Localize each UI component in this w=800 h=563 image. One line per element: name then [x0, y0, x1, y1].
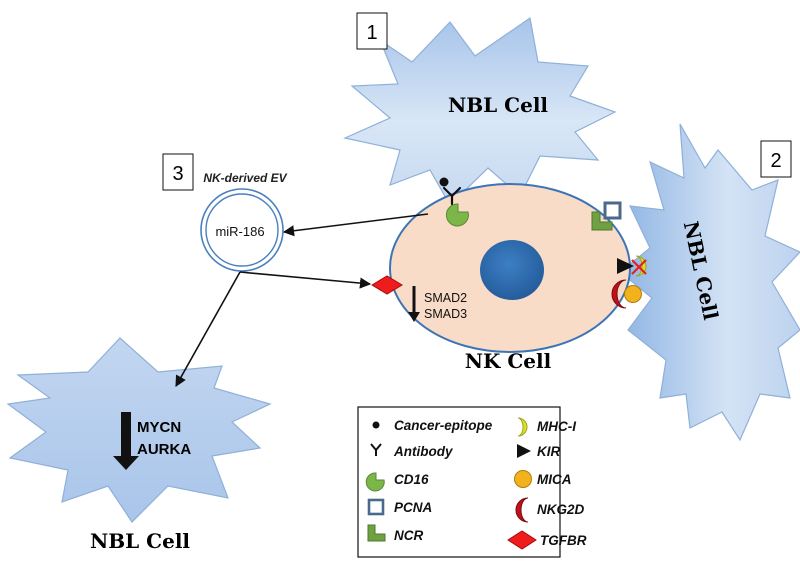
- legend-label-pcna: PCNA: [394, 500, 432, 515]
- legend: Cancer-epitope Antibody CD16 PCNA NCR MH…: [357, 406, 587, 558]
- legend-item-mica: MICA: [514, 470, 572, 488]
- legend-item-antibody: Antibody: [370, 443, 454, 459]
- legend-label-kir: KIR: [537, 444, 561, 459]
- legend-label-mhc-i: MHC-I: [537, 419, 576, 434]
- nbl-cell-bottom: [6, 337, 272, 523]
- legend-label-antibody: Antibody: [393, 444, 454, 459]
- legend-item-cd16: CD16: [365, 472, 429, 492]
- legend-item-kir: KIR: [517, 444, 561, 459]
- antibody-icon: [370, 443, 382, 456]
- legend-item-nkg2d: NKG2D: [515, 497, 585, 523]
- ncr-icon: [367, 524, 386, 542]
- mycn-label: MYCN: [137, 419, 181, 436]
- cd16-receptor-top: [445, 203, 469, 227]
- arrow-ev-to-nbl: [175, 271, 241, 387]
- ncr-receptor: [591, 211, 613, 231]
- panel-3-number: 3: [172, 163, 183, 185]
- nbl-bottom-label: NBL Cell: [90, 529, 190, 553]
- cancer-epitope-icon: [372, 421, 380, 429]
- tgfbr-receptor: [371, 275, 403, 295]
- arrow-ev-to-tgfbr: [239, 271, 372, 289]
- ev-title: NK-derived EV: [203, 171, 287, 185]
- legend-item-cancer-epitope: Cancer-epitope: [372, 418, 493, 433]
- smad3-label: SMAD3: [424, 307, 467, 321]
- smad2-label: SMAD2: [424, 291, 467, 305]
- extracellular-vesicle: [200, 188, 284, 272]
- legend-item-ncr: NCR: [367, 524, 423, 543]
- legend-item-tgfbr: TGFBR: [507, 530, 587, 550]
- legend-label-cancer-epitope: Cancer-epitope: [394, 418, 493, 433]
- ev-cargo-mir186: miR-186: [215, 224, 264, 239]
- nbl-top-label: NBL Cell: [448, 93, 548, 117]
- kir-icon: [517, 444, 531, 458]
- panel-1-box: 1: [356, 12, 388, 50]
- legend-label-ncr: NCR: [394, 528, 423, 543]
- mhc-i-icon: [517, 417, 528, 437]
- cancer-epitope-dot-top: [439, 177, 449, 187]
- nk-cell: [389, 183, 631, 353]
- mhc-i-ligand: [631, 255, 647, 277]
- panel-2-number: 2: [770, 150, 781, 172]
- mica-icon: [514, 470, 532, 488]
- antibody-y-top: [442, 186, 462, 206]
- nbl-cell-top: NBL Cell: [343, 16, 617, 206]
- aurka-label: AURKA: [137, 441, 191, 458]
- panel-2-box: 2: [760, 140, 792, 178]
- nkg2d-receptor: [611, 279, 627, 309]
- mycn-aurka-down-arrow: [113, 412, 139, 470]
- cd16-icon: [365, 472, 385, 492]
- legend-item-mhc-i: MHC-I: [517, 417, 576, 437]
- pcna-icon: [367, 498, 385, 516]
- arrow-nk-to-ev: [282, 213, 429, 237]
- legend-label-cd16: CD16: [394, 472, 429, 487]
- kir-receptor: [617, 258, 634, 274]
- legend-label-tgfbr: TGFBR: [540, 533, 587, 548]
- pcna-ligand: [603, 201, 622, 220]
- mica-ligand: [624, 285, 642, 303]
- nk-nucleus: [480, 240, 544, 300]
- nk-cell-label: NK Cell: [465, 349, 552, 373]
- legend-label-mica: MICA: [537, 472, 572, 487]
- legend-item-pcna: PCNA: [367, 498, 432, 516]
- tgfbr-icon: [507, 530, 537, 550]
- nkg2d-icon: [515, 497, 529, 523]
- panel-1-number: 1: [366, 22, 377, 44]
- smad-down-arrow: [408, 286, 420, 322]
- legend-label-nkg2d: NKG2D: [537, 502, 585, 517]
- panel-3-box: 3: [162, 153, 194, 191]
- nbl-cell-right: NBL Cell: [619, 123, 800, 442]
